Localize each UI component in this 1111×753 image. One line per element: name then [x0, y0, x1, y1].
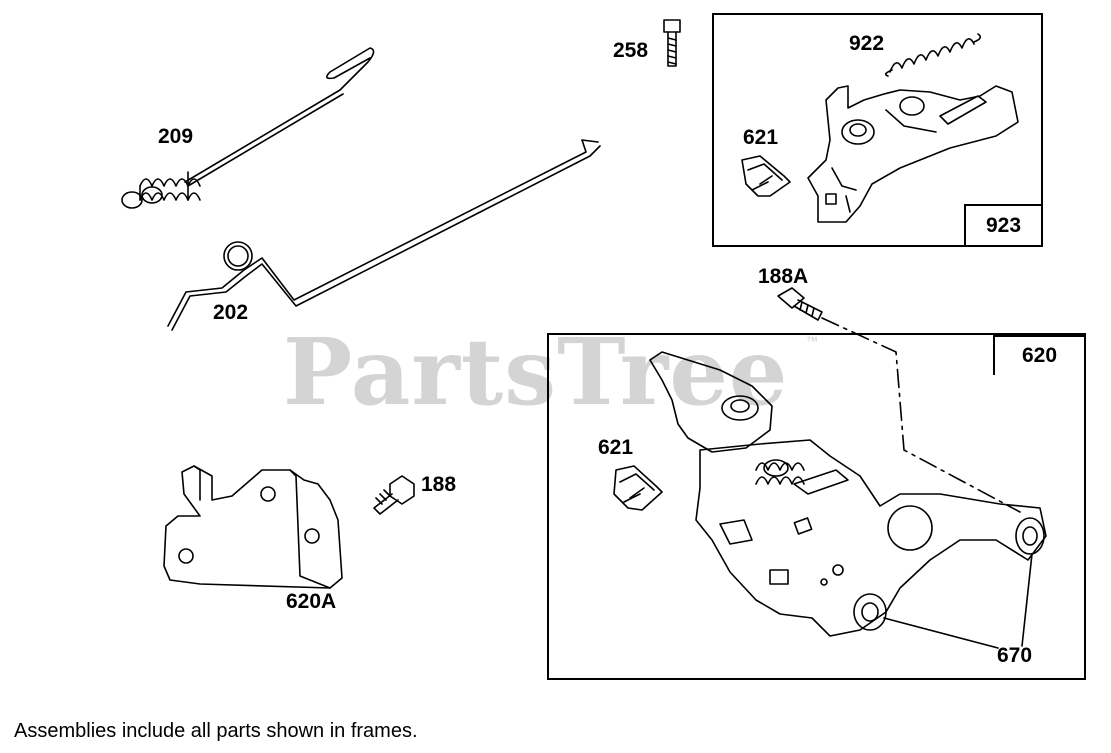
bolt-188a-drawing — [777, 287, 823, 321]
trademark-mark: ™ — [806, 334, 818, 348]
callout-621-upper: 621 — [743, 126, 779, 149]
callout-621-lower: 621 — [598, 436, 634, 459]
assembly-620-drawing — [613, 351, 1047, 637]
callout-620a: 620A — [286, 590, 337, 613]
callout-258: 258 — [613, 39, 649, 62]
spring-209-drawing — [121, 47, 375, 209]
callout-188a: 188A — [758, 265, 809, 288]
leader-670-left — [883, 617, 999, 649]
rod-202-drawing — [167, 139, 601, 331]
assembly-frame-923 — [712, 13, 1043, 247]
leader-188a-dashdot — [821, 317, 1021, 513]
assemblies-footnote: Assemblies include all parts shown in fr… — [14, 720, 418, 742]
callout-209: 209 — [158, 125, 194, 148]
assembly-tag-620: 620 — [993, 335, 1084, 375]
assembly-923-drawing — [741, 33, 1019, 223]
watermark: PartsTree — [283, 318, 789, 426]
bracket-620a-drawing — [163, 465, 343, 589]
assembly-frame-620 — [547, 333, 1086, 680]
callout-922: 922 — [849, 32, 885, 55]
bolt-258-drawing — [663, 19, 681, 67]
callout-188: 188 — [421, 473, 457, 496]
bolt-188-drawing — [373, 475, 415, 515]
callout-202: 202 — [213, 301, 249, 324]
assembly-tag-923: 923 — [964, 204, 1041, 245]
leader-670-right — [1021, 553, 1033, 647]
callout-670: 670 — [997, 644, 1033, 667]
